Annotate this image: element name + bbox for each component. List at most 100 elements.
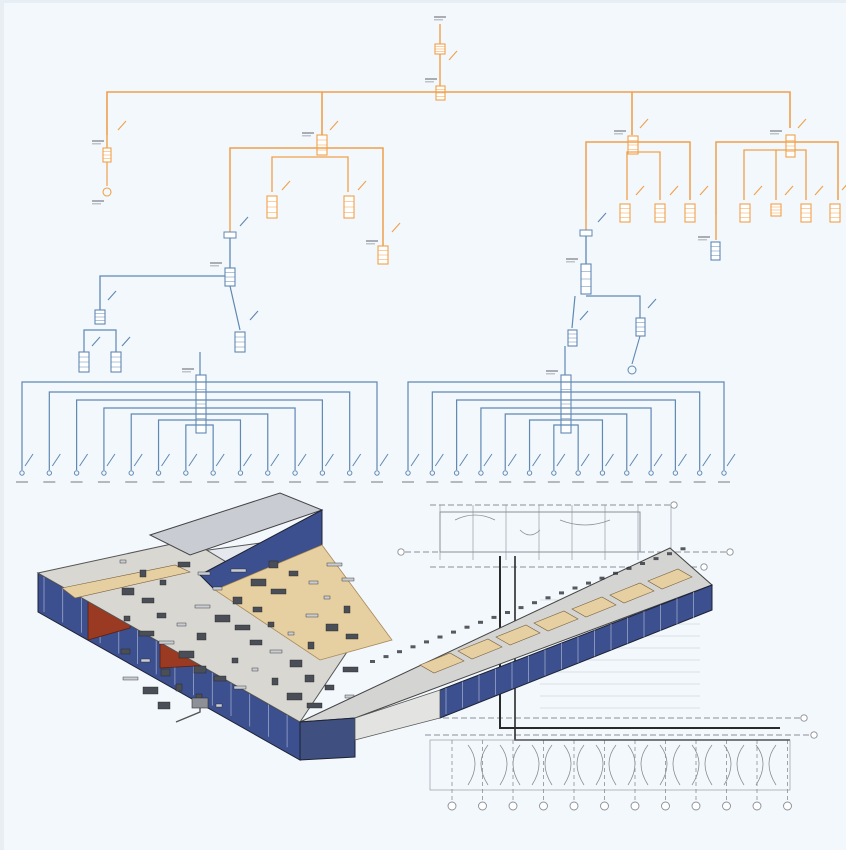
subboard-left-bus2	[271, 156, 349, 192]
left-group-terminal-label	[343, 481, 356, 483]
label-mark	[92, 200, 104, 202]
mech-equipment	[212, 586, 223, 591]
label-slash	[579, 310, 589, 321]
corridor-duct	[383, 655, 389, 659]
right-group-terminal-label	[499, 481, 512, 483]
blue-branch	[586, 295, 641, 318]
mech-equipment	[304, 674, 315, 683]
main-bus	[106, 91, 791, 135]
corridor-duct	[464, 625, 470, 629]
label-slash	[814, 185, 824, 196]
right-group-terminal-label	[693, 481, 706, 483]
label-mark	[546, 370, 558, 372]
label-slash	[639, 118, 649, 129]
right-group-terminal	[575, 470, 581, 476]
left-group-terminal-label	[371, 481, 383, 483]
mech-equipment	[286, 692, 303, 701]
left-group-terminal	[319, 470, 326, 476]
mech-equipment	[287, 631, 295, 636]
mech-equipment	[141, 597, 155, 604]
left-group-terminal-label	[289, 481, 302, 483]
right-group-terminal-slash	[653, 453, 663, 467]
right-group-terminal	[429, 470, 436, 476]
blue-branch	[631, 335, 641, 365]
corridor-duct	[451, 630, 456, 634]
room-floor	[457, 638, 503, 660]
left-group-terminal-slash	[270, 453, 280, 467]
corridor-duct	[437, 635, 443, 639]
right-group-terminal-slash	[702, 453, 712, 467]
motor-symbol	[102, 187, 112, 197]
cad-room	[429, 739, 791, 791]
mech-equipment	[345, 633, 359, 640]
right-group-terminal	[696, 470, 703, 476]
label-slash	[281, 180, 291, 191]
blue-branch	[229, 285, 241, 331]
right-group-terminal-slash	[532, 453, 541, 467]
cad-fixture	[499, 744, 521, 786]
cad-fixture	[659, 744, 681, 786]
label-mark	[210, 262, 222, 264]
breaker-right	[579, 229, 593, 237]
room-floor	[495, 624, 541, 646]
cad-fixture	[691, 744, 713, 786]
left-group-terminal	[155, 470, 162, 476]
mech-equipment	[326, 562, 343, 567]
mech-equipment	[343, 605, 351, 614]
right-group-terminal	[599, 470, 606, 476]
mech-equipment	[307, 641, 315, 650]
label-slash	[117, 120, 127, 131]
label-slash	[784, 185, 794, 196]
cad-fixture	[595, 744, 617, 786]
corridor-duct	[491, 615, 497, 619]
right-group-terminal	[648, 470, 654, 476]
left-group-bus-level	[185, 424, 214, 470]
upper-distribution-tree	[92, 16, 846, 265]
cad-curves	[454, 514, 611, 536]
right-group-terminal	[502, 470, 508, 476]
right-group-terminal-label	[572, 481, 585, 483]
mech-equipment	[178, 650, 195, 659]
left-group-terminal-label	[316, 481, 329, 483]
mech-equipment	[267, 621, 275, 628]
room-floor	[609, 582, 655, 604]
label-mark	[425, 81, 434, 83]
left-group-bus-level	[103, 407, 296, 470]
left-group-bus-level	[76, 399, 323, 470]
subboard-right-bus	[585, 141, 691, 210]
mech-equipment	[139, 569, 147, 578]
mech-equipment	[230, 568, 247, 573]
label-mark	[182, 371, 191, 373]
right-group-bus-level	[480, 407, 652, 470]
cad-grid-bubble	[670, 501, 678, 509]
label-mark	[302, 135, 311, 137]
left-group-terminal	[73, 470, 80, 476]
right-group-terminal-slash	[580, 453, 590, 467]
left-group-terminal	[19, 470, 25, 476]
cad-grid-bubble	[539, 801, 548, 811]
label-mark	[698, 236, 710, 238]
label-slash	[91, 336, 101, 347]
cad-grid-bubble	[397, 548, 405, 556]
mech-equipment	[231, 657, 239, 664]
cad-grid-bubble	[752, 801, 762, 811]
mech-equipment	[324, 684, 335, 691]
mech-equipment	[232, 596, 243, 605]
room-floor	[571, 596, 617, 618]
corridor-duct	[680, 547, 686, 551]
right-group-bus-level	[456, 399, 676, 470]
source-label	[434, 16, 446, 18]
left-group-terminal-slash	[24, 453, 34, 467]
right-group-terminal-label	[669, 481, 682, 483]
label-mark	[566, 258, 578, 260]
cad-grid-bubble	[508, 801, 518, 811]
right-group-terminal-label	[426, 481, 439, 483]
mech-equipment	[158, 640, 175, 645]
label-slash	[597, 212, 607, 223]
mech-equipment	[175, 683, 183, 692]
left-group-terminal-label	[261, 481, 274, 483]
cad-duct	[499, 556, 780, 729]
label-mark	[366, 240, 378, 242]
cad-fixture	[627, 744, 649, 786]
